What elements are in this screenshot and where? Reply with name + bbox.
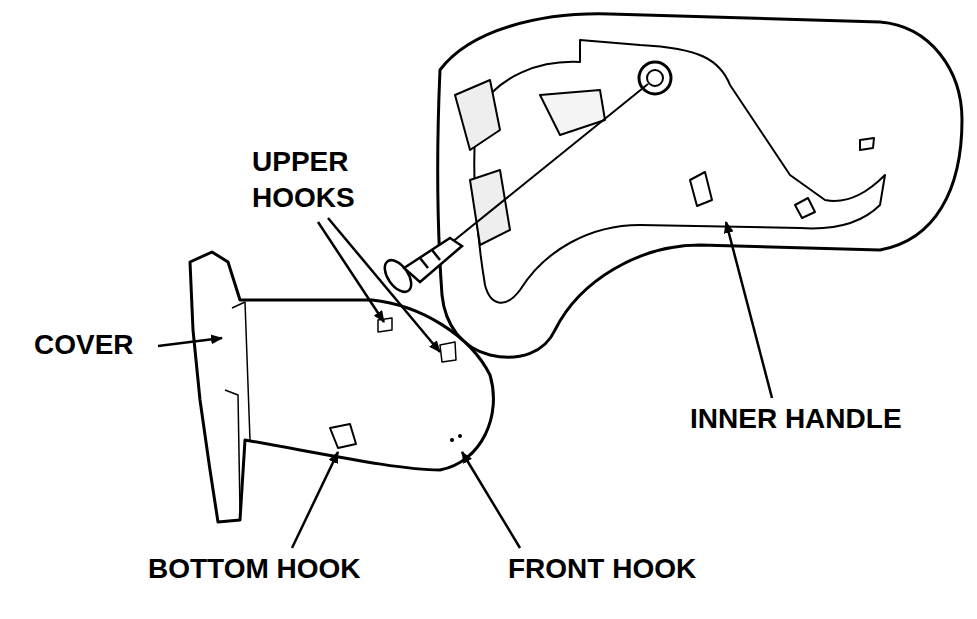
cover-drawing: [190, 252, 493, 522]
part-label: FRONT HOOK: [508, 551, 696, 587]
part-label: INNER HANDLE: [690, 401, 902, 437]
part-label: UPPER HOOKS: [252, 144, 362, 216]
clip-drawing: [379, 238, 462, 296]
inner-handle-drawing: [438, 14, 962, 357]
leader-lines: [158, 218, 772, 548]
part-label: COVER: [34, 327, 134, 363]
part-label: BOTTOM HOOK: [148, 551, 361, 587]
